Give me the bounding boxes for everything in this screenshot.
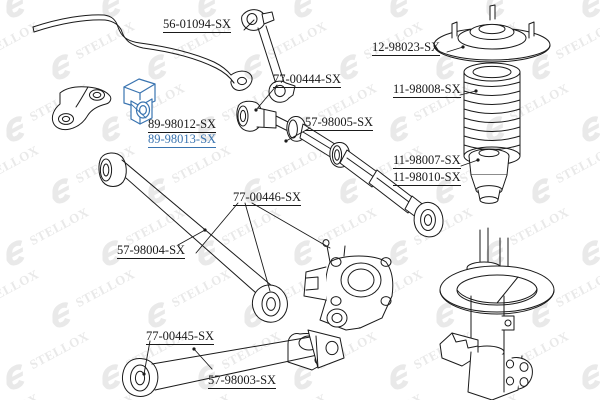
part-number-label: 57-98003-SX bbox=[208, 373, 277, 389]
part-number-label: 11-98010-SX bbox=[393, 170, 461, 186]
part-number-label: 57-98005-SX bbox=[305, 115, 374, 131]
part-number-label: 77-00444-SX bbox=[273, 72, 342, 88]
bump-stop-part bbox=[468, 148, 510, 204]
stabilizer-bushing-highlighted-part bbox=[123, 78, 156, 125]
part-number-label: 57-98004-SX bbox=[117, 243, 186, 259]
part-number-label: 77-00446-SX bbox=[233, 190, 302, 206]
lateral-control-arm-part bbox=[98, 152, 288, 323]
part-number-label: 12-98023-SX bbox=[372, 40, 441, 56]
stabilizer-bracket-part bbox=[51, 86, 112, 131]
part-number-label: 89-98013-SX bbox=[148, 132, 217, 148]
strut-assembly-part bbox=[439, 227, 555, 400]
part-number-label: 89-98012-SX bbox=[148, 117, 217, 133]
part-number-label: 56-01094-SX bbox=[163, 17, 232, 33]
part-number-label: 11-98008-SX bbox=[393, 82, 461, 98]
strut-mount-part bbox=[433, 4, 551, 63]
part-number-label: 11-98007-SX bbox=[393, 153, 461, 169]
knuckle-part bbox=[287, 239, 394, 371]
adjustable-lateral-arm-part bbox=[236, 100, 444, 238]
part-number-label: 77-00445-SX bbox=[146, 329, 215, 345]
stabilizer-bar-part bbox=[32, 14, 253, 91]
